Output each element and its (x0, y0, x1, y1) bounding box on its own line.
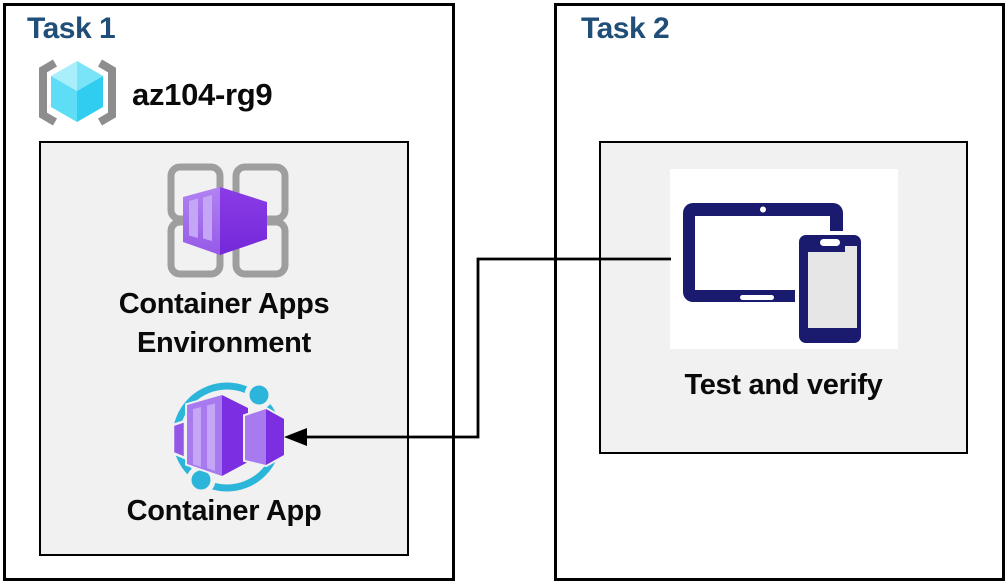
container-app-label: Container App (126, 495, 322, 527)
resource-group-name: az104-rg9 (132, 77, 273, 112)
container-apps-environment-icon (167, 163, 289, 278)
devices-icon (683, 203, 865, 347)
container-app-icon (171, 380, 286, 495)
task1-title: Task 1 (27, 12, 116, 45)
devices-icon-card (670, 169, 898, 349)
env-label-line1: Container Apps (118, 288, 330, 320)
container-apps-environment-label: Container Apps Environment (39, 285, 409, 363)
test-and-verify-label: Test and verify (684, 369, 883, 401)
env-label-line2: Environment (137, 327, 311, 359)
resource-group-icon (39, 59, 116, 126)
task2-title: Task 2 (581, 12, 670, 45)
